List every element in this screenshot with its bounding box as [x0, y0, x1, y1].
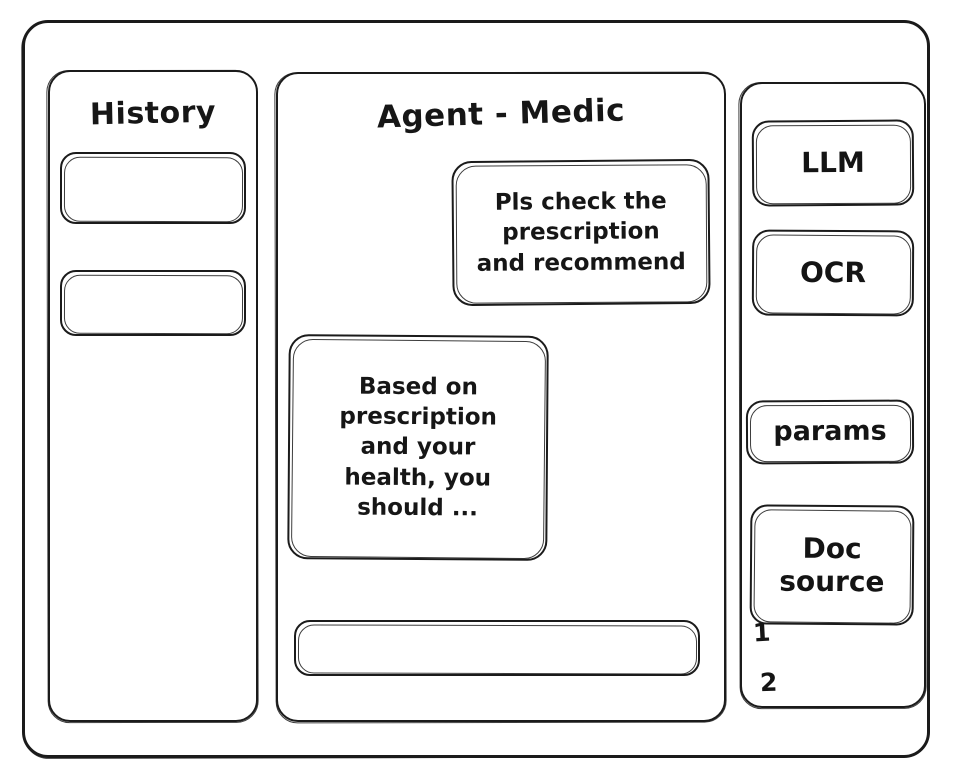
history-panel-title: History [89, 94, 217, 133]
window-frame [22, 20, 930, 758]
doc-source-ref-item[interactable]: 2 [759, 667, 778, 698]
chat-message-assistant: Based on prescription and your health, y… [287, 334, 549, 561]
history-panel [48, 70, 258, 722]
history-list-item[interactable] [60, 152, 246, 224]
chat-message-text: Pls check the prescription and recommend [476, 188, 686, 277]
tool-button-ocr[interactable]: OCR [751, 229, 915, 317]
tool-label: OCR [799, 256, 867, 290]
tool-label: LLM [801, 146, 865, 180]
chat-message-text: Based on prescription and your health, y… [339, 373, 498, 522]
chat-panel [276, 72, 726, 722]
tool-label: Doc source [779, 531, 885, 599]
tool-label: params [773, 415, 887, 448]
tools-panel [740, 82, 926, 708]
tool-button-doc-source[interactable]: Doc source [749, 504, 915, 626]
chat-message-user: Pls check the prescription and recommend [451, 158, 711, 307]
history-list-item[interactable] [60, 270, 246, 336]
tool-button-params[interactable]: params [745, 399, 915, 465]
chat-composer-input[interactable] [294, 620, 700, 676]
tool-button-llm[interactable]: LLM [751, 119, 915, 207]
doc-source-ref-item[interactable]: 1 [752, 617, 772, 648]
